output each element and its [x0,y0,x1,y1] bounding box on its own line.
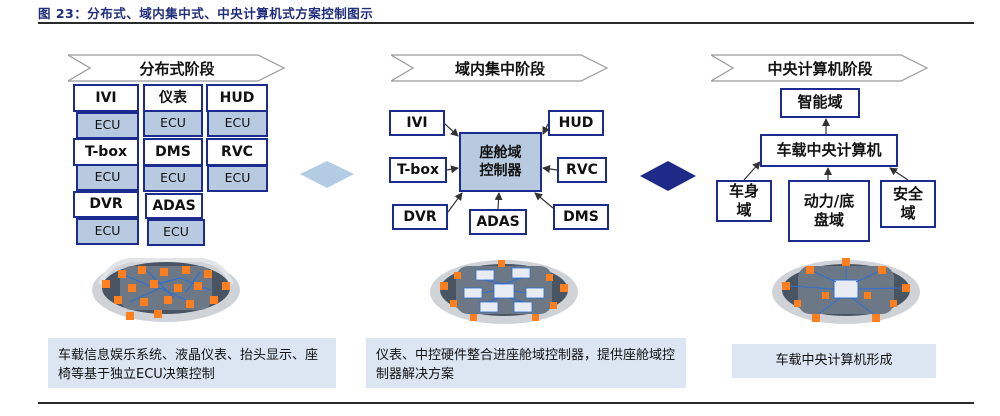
s3-central-computer-box: 车载中央计算机 [760,134,898,167]
stage3-description: 车载中央计算机形成 [732,344,936,378]
car-central-computer-illustration [772,258,920,324]
stage2-banner: 域内集中阶段 [391,53,609,83]
car-distributed-ecu-illustration [92,258,240,322]
s2-dvr-box: DVR [392,204,448,230]
s1-rvc-box: RVC [206,138,268,166]
s1-dms-box: DMS [143,138,203,166]
s1-ecu-box: ECU [143,110,203,137]
s3-safety-domain-box: 安全 域 [880,180,936,228]
s1-adas-box: ADAS [145,193,203,219]
stage3-banner: 中央计算机阶段 [711,53,929,83]
s2-tbox-box: T-box [389,157,447,183]
top-rule [38,22,974,24]
s1-ivi-box: IVI [73,84,139,112]
banner-chevron-icon [68,54,286,82]
s2-hud-box: HUD [548,110,604,136]
transition-diamond-light-icon [300,161,354,188]
stage2-description: 仪表、中控硬件整合进座舱域控制器，提供座舱域控制器解决方案 [366,338,686,388]
s1-ecu-box: ECU [76,164,139,191]
s2-cockpit-controller-box: 座舱域 控制器 [459,132,542,192]
s3-body-domain-box: 车身 域 [716,180,772,222]
figure-title: 图 23：分布式、域内集中式、中央计算机式方案控制图示 [38,6,374,21]
stage3-title: 中央计算机阶段 [767,60,873,78]
s3-powertrain-domain-box: 动力/底 盘域 [788,180,870,242]
s1-ecu-box: ECU [207,165,268,192]
stage1-title: 分布式阶段 [139,60,215,78]
s1-ecu-box: ECU [76,112,139,139]
s1-dashboard-box: 仪表 [143,84,203,112]
s1-dvr-box: DVR [73,191,139,218]
banner-chevron-icon [711,54,929,82]
car-domain-controller-illustration [430,260,578,324]
s2-ivi-box: IVI [389,110,445,136]
transition-diamond-dark-icon [640,161,696,191]
s1-ecu-box: ECU [207,110,268,137]
stage2-title: 域内集中阶段 [454,60,545,78]
stage1-banner: 分布式阶段 [68,53,286,83]
s1-ecu-box: ECU [147,219,205,246]
s3-intelligent-domain-box: 智能域 [780,88,860,118]
s2-adas-box: ADAS [469,209,527,235]
s1-tbox-box: T-box [73,138,139,166]
banner-chevron-icon [391,54,609,82]
s1-hud-box: HUD [206,84,268,112]
stage1-description: 车载信息娱乐系统、液晶仪表、抬头显示、座椅等基于独立ECU决策控制 [48,338,336,388]
bottom-rule [38,402,974,404]
s2-dms-box: DMS [553,204,609,230]
s1-ecu-box: ECU [76,218,139,245]
s1-ecu-box: ECU [143,165,203,192]
s2-rvc-box: RVC [557,157,607,183]
